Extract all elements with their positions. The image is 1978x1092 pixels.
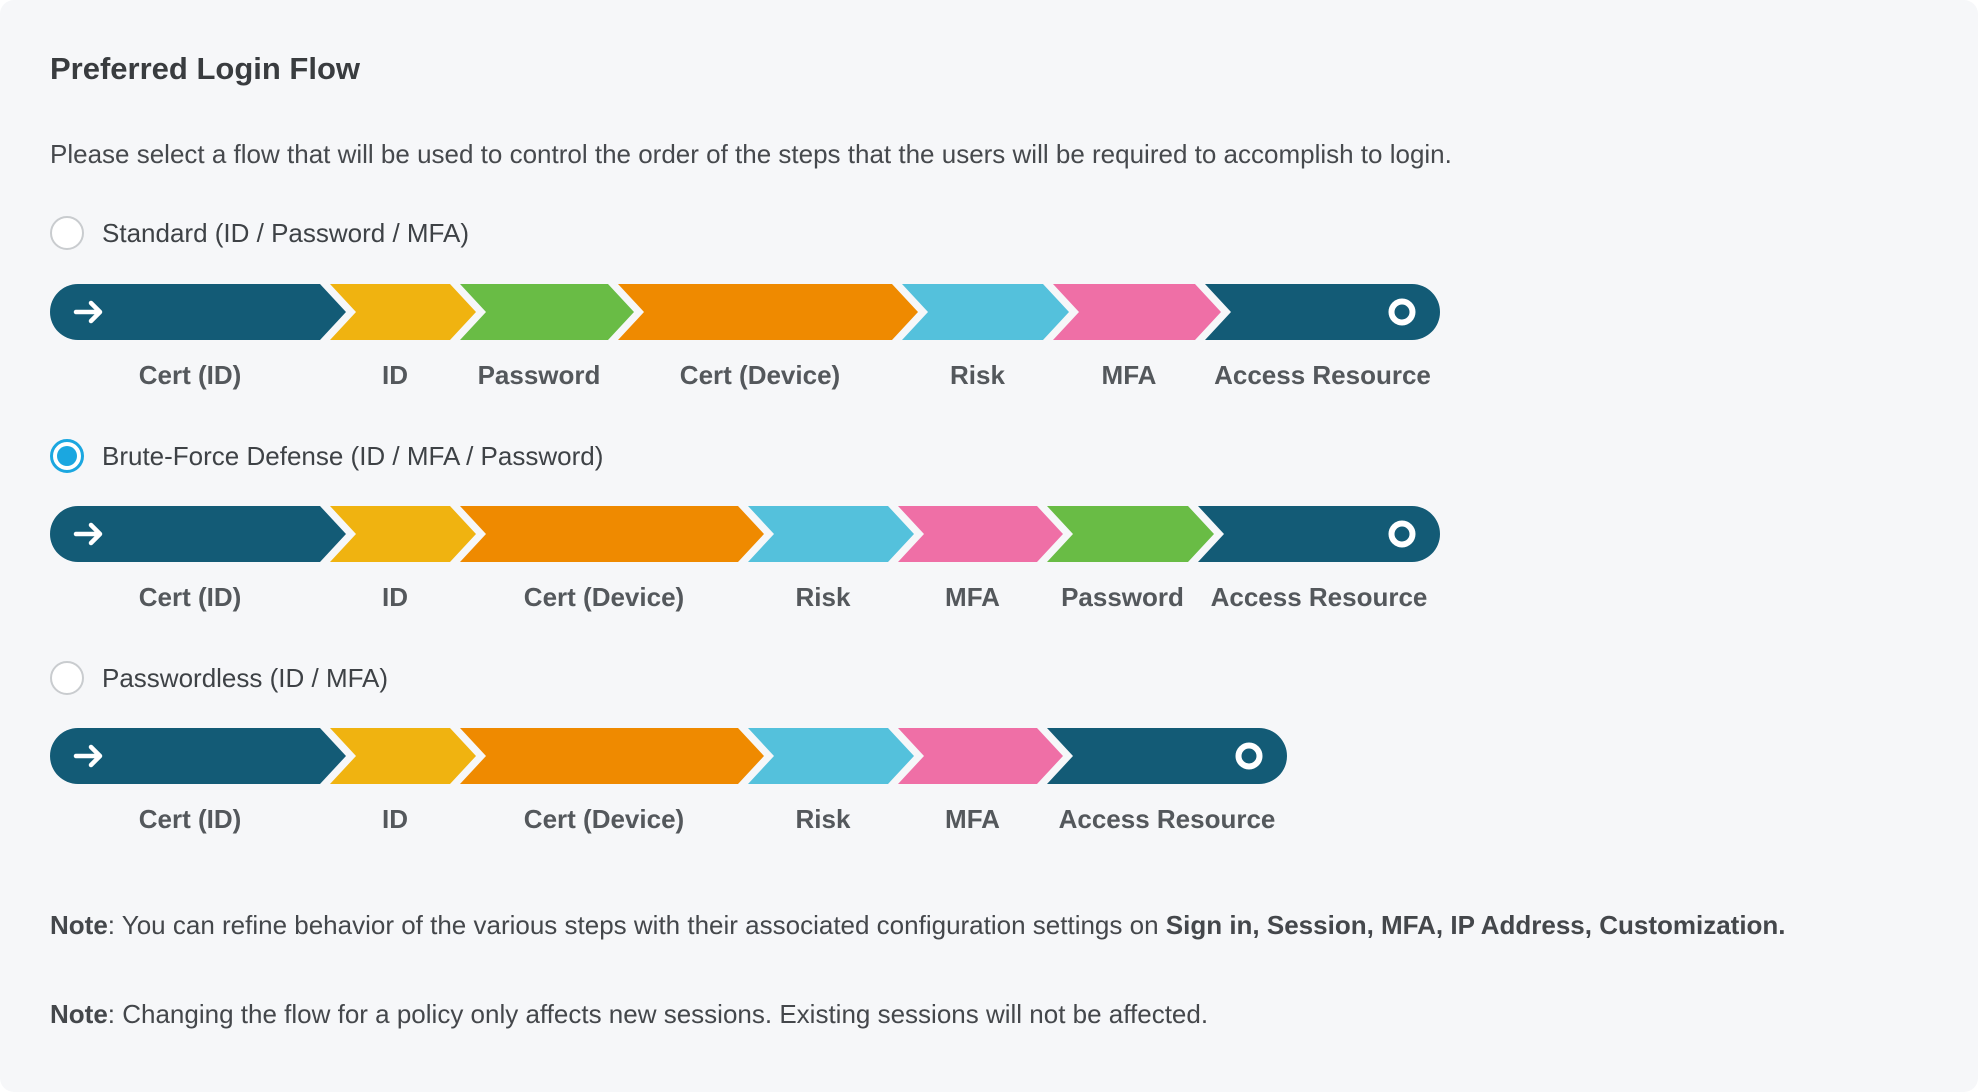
step-label-password: Password — [1061, 582, 1184, 612]
step-label-access-resource: Access Resource — [1214, 360, 1431, 390]
radio-row-standard[interactable]: Standard (ID / Password / MFA) — [50, 213, 1978, 253]
flow-bar-passwordless — [50, 728, 1287, 784]
flow-segment-risk — [902, 284, 1069, 340]
step-label-id: ID — [382, 582, 408, 612]
page-subtitle: Please select a flow that will be used t… — [50, 139, 1452, 169]
step-label-cert-device: Cert (Device) — [679, 360, 841, 390]
flow-step-labels-passwordless: Cert (ID) ID Cert (Device) Risk MFA Access Re… — [50, 804, 1978, 835]
step-label-risk: Risk — [795, 582, 851, 612]
flow-segment-cert-id — [50, 506, 346, 562]
step-label-mfa: MFA — [945, 582, 1000, 612]
step-label-cert-device: Cert (Device) — [523, 582, 685, 612]
step-label-risk: Risk — [950, 360, 1005, 390]
flow-diagram-standard: Cert (ID) ID Password Cert (Device) Risk MFA A… — [50, 284, 1978, 391]
step-label-password: Password — [477, 360, 601, 390]
flow-segment-cert-id — [50, 728, 346, 784]
flow-segment-access-resource — [1047, 728, 1287, 784]
target-circle-icon — [1388, 520, 1416, 548]
note-sessions: Note: Changing the flow for a policy onl… — [50, 998, 1978, 1031]
flow-step-labels-standard: Cert (ID) ID Password Cert (Device) Risk MFA A… — [50, 360, 1978, 391]
target-circle-icon — [1388, 298, 1416, 326]
arrow-right-icon — [73, 300, 103, 324]
radio-row-passwordless[interactable]: Passwordless (ID / MFA) — [50, 658, 1978, 698]
flow-step-labels-brute-force-defense: Cert (ID) ID Cert (Device) Risk MFA Password A… — [50, 582, 1978, 613]
flow-segment-password — [460, 284, 634, 340]
step-label-risk: Risk — [795, 804, 851, 834]
step-label-access-resource: Access Resource — [1210, 582, 1428, 612]
radio-standard[interactable] — [50, 216, 84, 250]
radio-label-standard: Standard (ID / Password / MFA) — [102, 217, 470, 248]
flow-segment-mfa — [1053, 284, 1221, 340]
flow-bar-brute-force-defense — [50, 506, 1440, 562]
flow-segment-risk — [748, 728, 914, 784]
step-label-mfa: MFA — [945, 804, 1000, 834]
flow-segment-cert-id — [50, 284, 346, 340]
radio-brute-force-defense[interactable] — [50, 439, 84, 473]
flow-segment-risk — [748, 506, 914, 562]
step-label-id: ID — [382, 804, 408, 834]
radio-label-brute-force-defense: Brute-Force Defense (ID / MFA / Password… — [102, 440, 604, 471]
step-label-id: ID — [382, 360, 408, 390]
radio-dot — [57, 223, 77, 243]
flow-segment-mfa — [898, 506, 1063, 562]
flow-diagram-passwordless: Cert (ID) ID Cert (Device) Risk MFA Access Re… — [50, 728, 1978, 835]
flow-segment-id — [330, 506, 476, 562]
flow-segment-cert-device — [460, 728, 764, 784]
flow-segment-id — [330, 728, 476, 784]
flow-segment-access-resource — [1198, 506, 1440, 562]
step-label-cert-id: Cert (ID) — [138, 360, 242, 390]
radio-passwordless[interactable] — [50, 661, 84, 695]
flow-segment-cert-device — [460, 506, 764, 562]
step-label-access-resource: Access Resource — [1058, 804, 1276, 834]
note-bold-tail: Sign in, Session, MFA, IP Address, Custo… — [1165, 910, 1786, 940]
flow-segment-password — [1047, 506, 1214, 562]
step-label-cert-device: Cert (Device) — [523, 804, 685, 834]
step-label-mfa: MFA — [1101, 360, 1157, 390]
step-label-cert-id: Cert (ID) — [138, 804, 242, 834]
flow-option-standard: Standard (ID / Password / MFA) Cert (ID)… — [50, 213, 1978, 391]
radio-row-brute-force-defense[interactable]: Brute-Force Defense (ID / MFA / Password… — [50, 436, 1978, 476]
note-body: : You can refine behavior of the various… — [107, 910, 1166, 940]
flow-bar-standard — [50, 284, 1440, 340]
radio-label-passwordless: Passwordless (ID / MFA) — [102, 662, 389, 693]
page-title: Preferred Login Flow — [50, 51, 361, 86]
target-circle-icon — [1235, 742, 1263, 770]
radio-dot — [57, 668, 77, 688]
note-bold-prefix: Note — [50, 999, 108, 1029]
flow-segment-id — [330, 284, 476, 340]
step-label-cert-id: Cert (ID) — [138, 582, 242, 612]
flow-diagram-brute-force-defense: Cert (ID) ID Cert (Device) Risk MFA Password A… — [50, 506, 1978, 613]
arrow-right-icon — [73, 744, 103, 768]
arrow-right-icon — [73, 522, 103, 546]
flow-segment-mfa — [898, 728, 1063, 784]
radio-dot — [57, 446, 77, 466]
flow-option-brute-force-defense: Brute-Force Defense (ID / MFA / Password… — [50, 436, 1978, 613]
note-bold-prefix: Note — [50, 910, 108, 940]
flow-segment-cert-device — [618, 284, 918, 340]
flow-segment-access-resource — [1205, 284, 1440, 340]
note-body: : Changing the flow for a policy only af… — [107, 999, 1209, 1029]
note-configuration: Note: You can refine behavior of the var… — [50, 909, 1978, 942]
